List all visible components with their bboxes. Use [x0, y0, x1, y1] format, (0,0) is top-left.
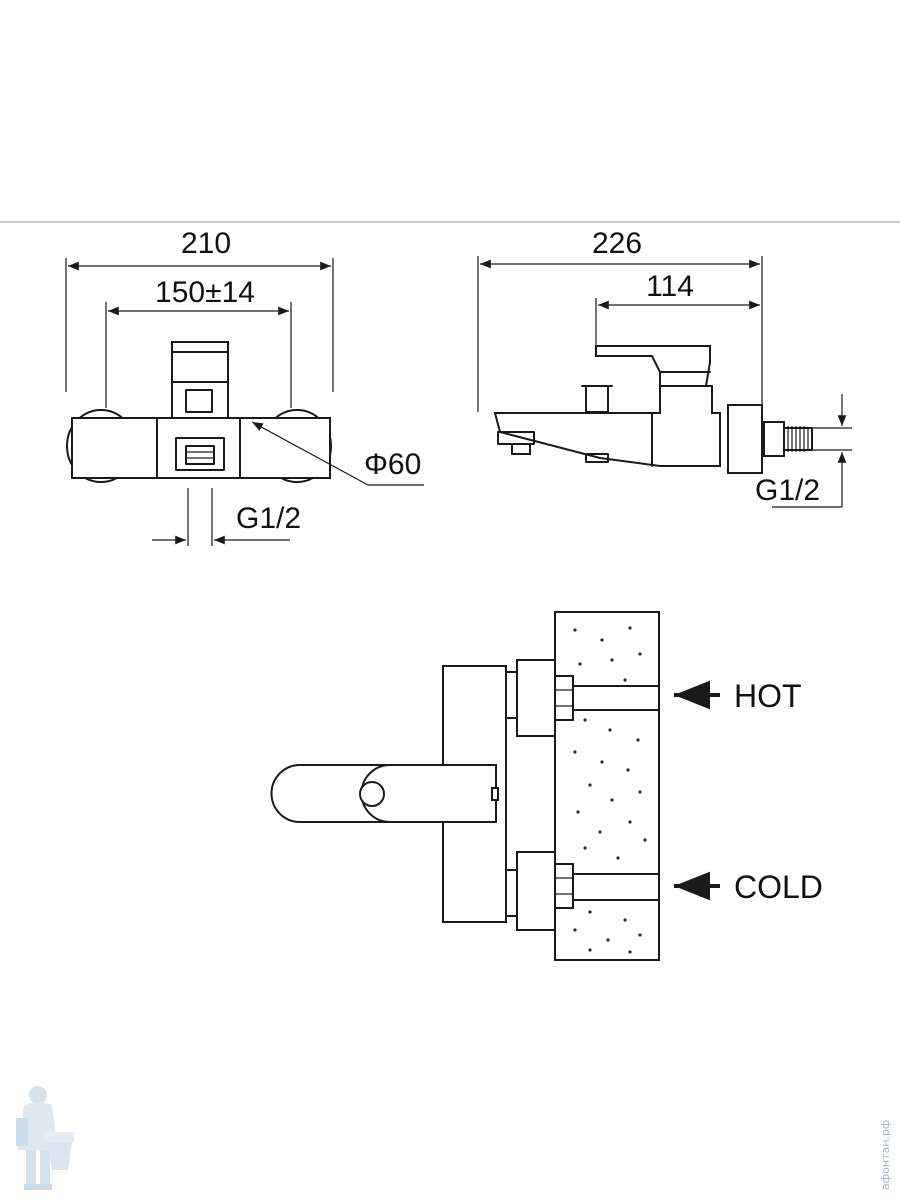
dim-body-depth: 114 — [646, 270, 694, 303]
side-watermark-text: афонтан.рф — [879, 1120, 892, 1190]
installation-view: HOT COLD — [270, 611, 823, 961]
hot-label: HOT — [734, 678, 802, 714]
front-view: 210 150±14 Φ60 G1/2 — [65, 227, 424, 546]
dim-flange-diameter: Φ60 — [364, 448, 421, 481]
plumber-logo — [16, 1086, 74, 1190]
dim-overall-depth: 226 — [592, 227, 642, 260]
dim-overall-width: 210 — [181, 227, 231, 260]
wall-speckle — [573, 626, 647, 954]
dim-front-thread: G1/2 — [236, 502, 301, 535]
cold-label: COLD — [734, 869, 823, 905]
dim-center-distance: 150±14 — [155, 276, 255, 309]
side-view: 226 114 — [477, 227, 852, 508]
dim-side-thread: G1/2 — [755, 474, 820, 507]
